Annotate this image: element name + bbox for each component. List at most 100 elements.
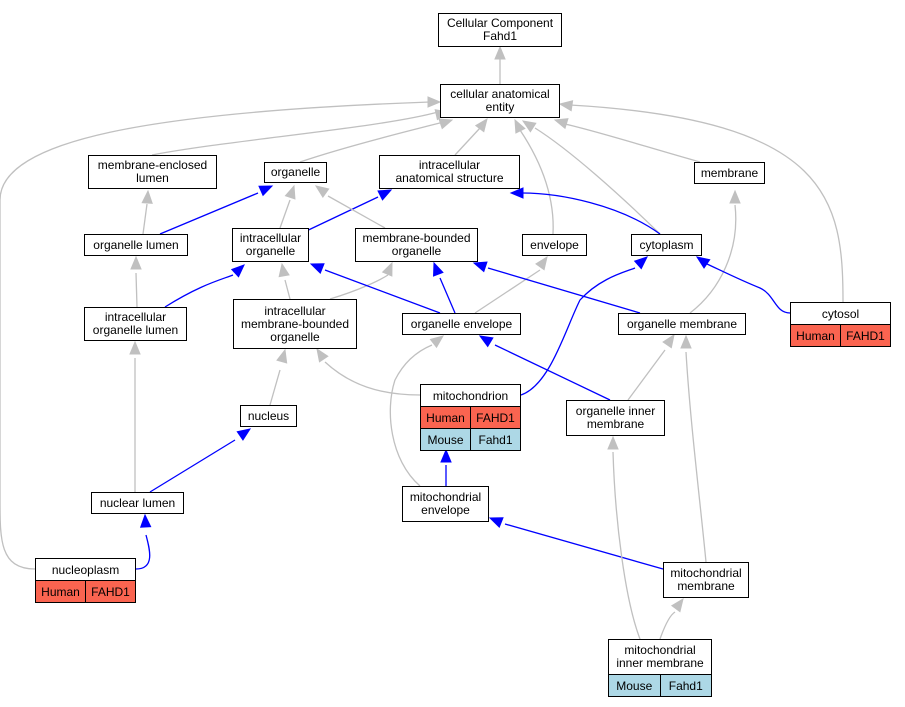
edge-arrowhead xyxy=(553,118,569,130)
edge-cytosol-to-cytoplasm xyxy=(695,256,791,314)
edge-arrowhead xyxy=(680,334,692,349)
node-organelle-lumen[interactable]: organelle lumen xyxy=(84,234,188,256)
node-organelle-envelope[interactable]: organelle envelope xyxy=(402,313,521,335)
edge-line xyxy=(474,269,541,314)
node-membrane[interactable]: membrane xyxy=(694,162,765,184)
edge-line xyxy=(454,127,481,156)
node-organelle-inner-membrane[interactable]: organelle inner membrane xyxy=(566,400,665,436)
edge-arrowhead xyxy=(309,263,325,274)
node-cellular-component-root[interactable]: Cellular Component Fahd1 xyxy=(438,13,562,47)
node-envelope[interactable]: envelope xyxy=(522,234,587,256)
edge-arrowhead xyxy=(236,428,252,441)
edge-orglumen-to-organelle xyxy=(159,185,274,235)
gene-cell: FAHD1 xyxy=(470,407,520,428)
edge-line xyxy=(685,351,707,563)
edge-line xyxy=(329,274,389,300)
edge-arrowhead xyxy=(633,256,648,270)
edge-arrowhead xyxy=(141,189,153,204)
edge-cytoplasm-to-cae xyxy=(521,120,661,235)
edge-line xyxy=(494,344,611,401)
edge-line xyxy=(627,349,666,401)
species-cell: Human xyxy=(36,581,85,602)
gene-row-human: Human FAHD1 xyxy=(421,407,520,428)
edge-line xyxy=(534,127,661,235)
edge-ias-to-cae xyxy=(454,117,488,156)
edge-oim-to-orgenv xyxy=(478,335,611,401)
edge-organelle-to-cae xyxy=(299,118,454,163)
edge-arrowhead xyxy=(535,255,548,271)
edge-mitomem-to-orgmem xyxy=(680,334,707,563)
edge-iol-to-intraorg xyxy=(164,264,245,308)
node-title: cytosol xyxy=(791,303,890,325)
edge-line xyxy=(269,369,281,406)
node-organelle[interactable]: organelle xyxy=(264,162,327,183)
edge-orgenv-to-envelope xyxy=(474,255,548,314)
gene-cell: Fahd1 xyxy=(470,429,520,450)
node-intracellular-anatomical-structure[interactable]: intracellular anatomical structure xyxy=(379,155,520,189)
node-mitochondrial-membrane[interactable]: mitochondrial membrane xyxy=(663,562,749,598)
node-intracellular-organelle-lumen[interactable]: intracellular organelle lumen xyxy=(84,307,187,341)
edge-arrowhead xyxy=(509,187,524,199)
gene-row-human: Human FAHD1 xyxy=(791,325,890,346)
edge-line xyxy=(149,439,236,493)
edge-mito-to-imbo xyxy=(316,347,421,396)
edge-line xyxy=(519,129,554,235)
node-cytosol[interactable]: cytosol Human FAHD1 xyxy=(790,302,891,347)
edge-line xyxy=(504,523,664,570)
edge-arrowhead xyxy=(494,45,506,60)
edge-envelope-to-cae xyxy=(514,118,554,235)
edge-line xyxy=(279,199,291,229)
edge-orgmem-to-mbo xyxy=(472,261,641,314)
gene-row-mouse: Mouse Fahd1 xyxy=(609,675,711,696)
node-intracellular-organelle[interactable]: intracellular organelle xyxy=(232,228,309,262)
edge-line xyxy=(564,123,701,163)
edge-line xyxy=(439,277,456,314)
node-nucleus[interactable]: nucleus xyxy=(240,405,297,427)
edge-nucleoplasm-to-cae xyxy=(0,96,442,570)
edge-nucleoplasm-to-nucl xyxy=(135,513,152,570)
edge-arrowhead xyxy=(521,120,537,133)
node-nucleoplasm[interactable]: nucleoplasm Human FAHD1 xyxy=(35,558,136,603)
edge-nuclearlumen-to-iol xyxy=(129,340,141,492)
gene-cell: FAHD1 xyxy=(840,325,890,346)
node-mitochondrial-envelope[interactable]: mitochondrial envelope xyxy=(402,486,489,522)
edge-arrowhead xyxy=(258,185,274,197)
edge-line xyxy=(689,204,737,314)
node-title: nucleoplasm xyxy=(36,559,135,581)
edge-arrowhead xyxy=(695,256,711,269)
edge-line xyxy=(299,120,449,163)
edge-arrowhead xyxy=(314,185,330,198)
edge-mitoenv-to-orgenv xyxy=(389,335,445,487)
edge-nucleus-to-imbo xyxy=(269,348,288,406)
edge-cae-to-root xyxy=(494,45,506,84)
node-cytoplasm[interactable]: cytoplasm xyxy=(631,234,702,256)
edge-line xyxy=(284,279,291,300)
edge-imbo-to-intraorg xyxy=(278,262,291,300)
edge-arrowhead xyxy=(670,597,684,613)
node-organelle-membrane[interactable]: organelle membrane xyxy=(618,313,746,335)
edge-intraorg-to-ias xyxy=(299,189,393,235)
edge-line xyxy=(520,267,636,396)
edge-arrowhead xyxy=(729,189,741,204)
edge-intraorg-to-organelle xyxy=(279,184,296,229)
node-membrane-enclosed-lumen[interactable]: membrane-enclosed lumen xyxy=(88,155,217,189)
edge-membrane-to-cae xyxy=(553,118,701,163)
edge-arrowhead xyxy=(514,118,526,134)
edge-line xyxy=(142,203,148,235)
node-membrane-bounded-organelle[interactable]: membrane-bounded organelle xyxy=(355,228,478,262)
node-intracellular-membrane-bounded-organelle[interactable]: intracellular membrane-bounded organelle xyxy=(233,299,357,349)
edge-orgenv-to-mbo xyxy=(433,261,456,314)
node-mitochondrial-inner-membrane[interactable]: mitochondrial inner membrane Mouse Fahd1 xyxy=(608,639,712,697)
edge-arrowhead xyxy=(478,335,494,348)
edge-mim-to-oim xyxy=(607,435,641,640)
edge-line xyxy=(324,361,421,396)
gene-cell: Fahd1 xyxy=(659,675,711,696)
edge-arrowhead xyxy=(607,435,619,450)
node-nuclear-lumen[interactable]: nuclear lumen xyxy=(91,492,184,514)
edge-mito-to-cytoplasm xyxy=(520,256,648,396)
edge-arrowhead xyxy=(433,261,444,277)
node-mitochondrion[interactable]: mitochondrion Human FAHD1 Mouse Fahd1 xyxy=(420,384,521,451)
node-cellular-anatomical-entity[interactable]: cellular anatomical entity xyxy=(440,84,560,118)
